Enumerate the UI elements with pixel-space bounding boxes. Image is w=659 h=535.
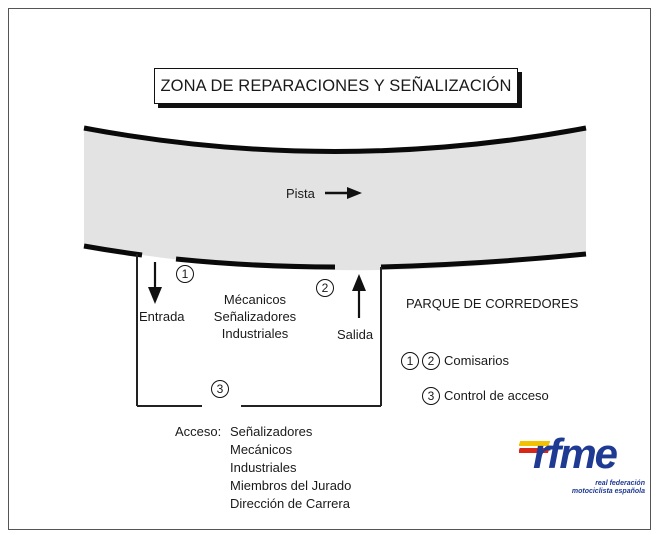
logo-subtitle-line2: motociclista española	[571, 488, 645, 495]
track-outer-edge	[83, 125, 587, 154]
access-item: Miembros del Jurado	[230, 478, 352, 493]
exit-label: Salida	[337, 327, 374, 342]
gate-marker: 3	[211, 380, 229, 398]
access-item: Dirección de Carrera	[230, 496, 350, 511]
track-label: Pista	[286, 186, 315, 201]
exit-marker: 2	[316, 279, 334, 297]
access-item: Mecánicos	[230, 442, 293, 457]
access-label: Acceso:	[175, 424, 222, 439]
legend-marker-3: 3	[422, 387, 440, 405]
track-direction-arrowhead	[347, 187, 362, 199]
logo-subtitle-line1: real federación	[595, 480, 645, 487]
logo-wordmark: rfme	[533, 430, 618, 477]
access-item: Industriales	[230, 460, 297, 475]
exit-arrowhead	[352, 274, 366, 291]
legend-text-control: Control de acceso	[444, 388, 549, 403]
entry-label: Entrada	[139, 309, 185, 324]
entry-marker: 1	[176, 265, 194, 283]
pit-occupant: Industriales	[221, 326, 289, 341]
diagram-title: ZONA DE REPARACIONES Y SEÑALIZACIÓN	[154, 68, 518, 104]
access-item: Señalizadores	[230, 424, 313, 439]
logo-stripes-icon	[519, 441, 551, 453]
rfme-logo: rfme real federación motociclista españo…	[517, 433, 649, 499]
track-inner-edge-mid	[175, 256, 336, 270]
legend-text-comisarios: Comisarios	[444, 353, 510, 368]
pit-occupant: Señalizadores	[213, 309, 297, 324]
paddock-label: PARQUE DE CORREDORES	[406, 296, 579, 311]
track-inner-edge-right	[380, 251, 587, 270]
entry-arrowhead	[148, 287, 162, 304]
legend-marker-1: 1	[401, 352, 419, 370]
pit-occupant: Mécanicos	[223, 292, 287, 307]
track-surface	[84, 128, 586, 271]
legend-marker-2: 2	[422, 352, 440, 370]
